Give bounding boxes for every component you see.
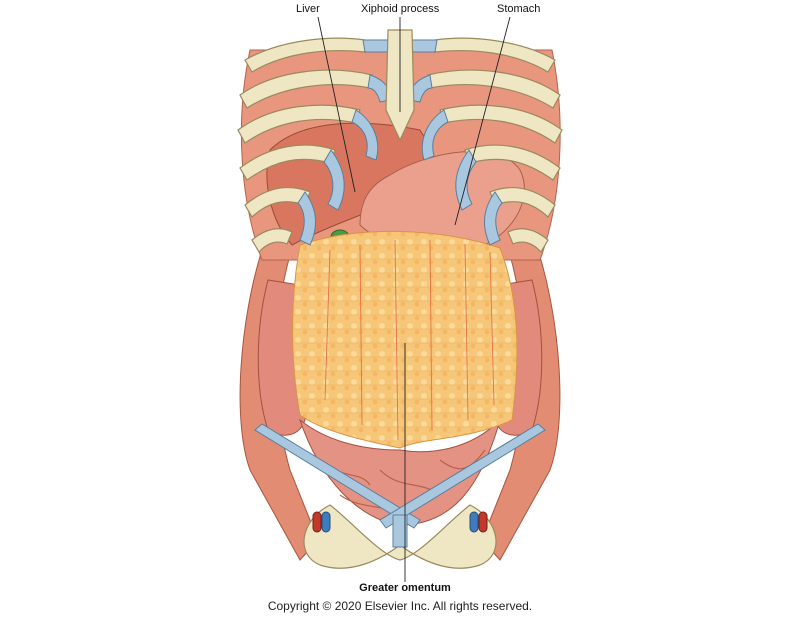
- femoral-vessels: [312, 511, 488, 533]
- label-xiphoid-process: Xiphoid process: [361, 3, 440, 15]
- leader-lines: [317, 16, 511, 582]
- greater-omentum: [292, 230, 518, 449]
- label-greater-omentum: Greater omentum: [359, 582, 451, 594]
- small-intestine: [298, 418, 502, 526]
- rib-cage: [237, 37, 563, 254]
- pubic-symphysis: [392, 514, 408, 548]
- inguinal-ligaments: [254, 423, 546, 529]
- label-liver: Liver: [296, 3, 320, 15]
- costal-cartilages: [297, 39, 503, 246]
- pelvis: [303, 504, 497, 569]
- label-stomach: Stomach: [497, 3, 541, 15]
- omental-vessels: [324, 239, 495, 441]
- copyright-notice: Copyright © 2020 Elsevier Inc. All right…: [267, 599, 533, 613]
